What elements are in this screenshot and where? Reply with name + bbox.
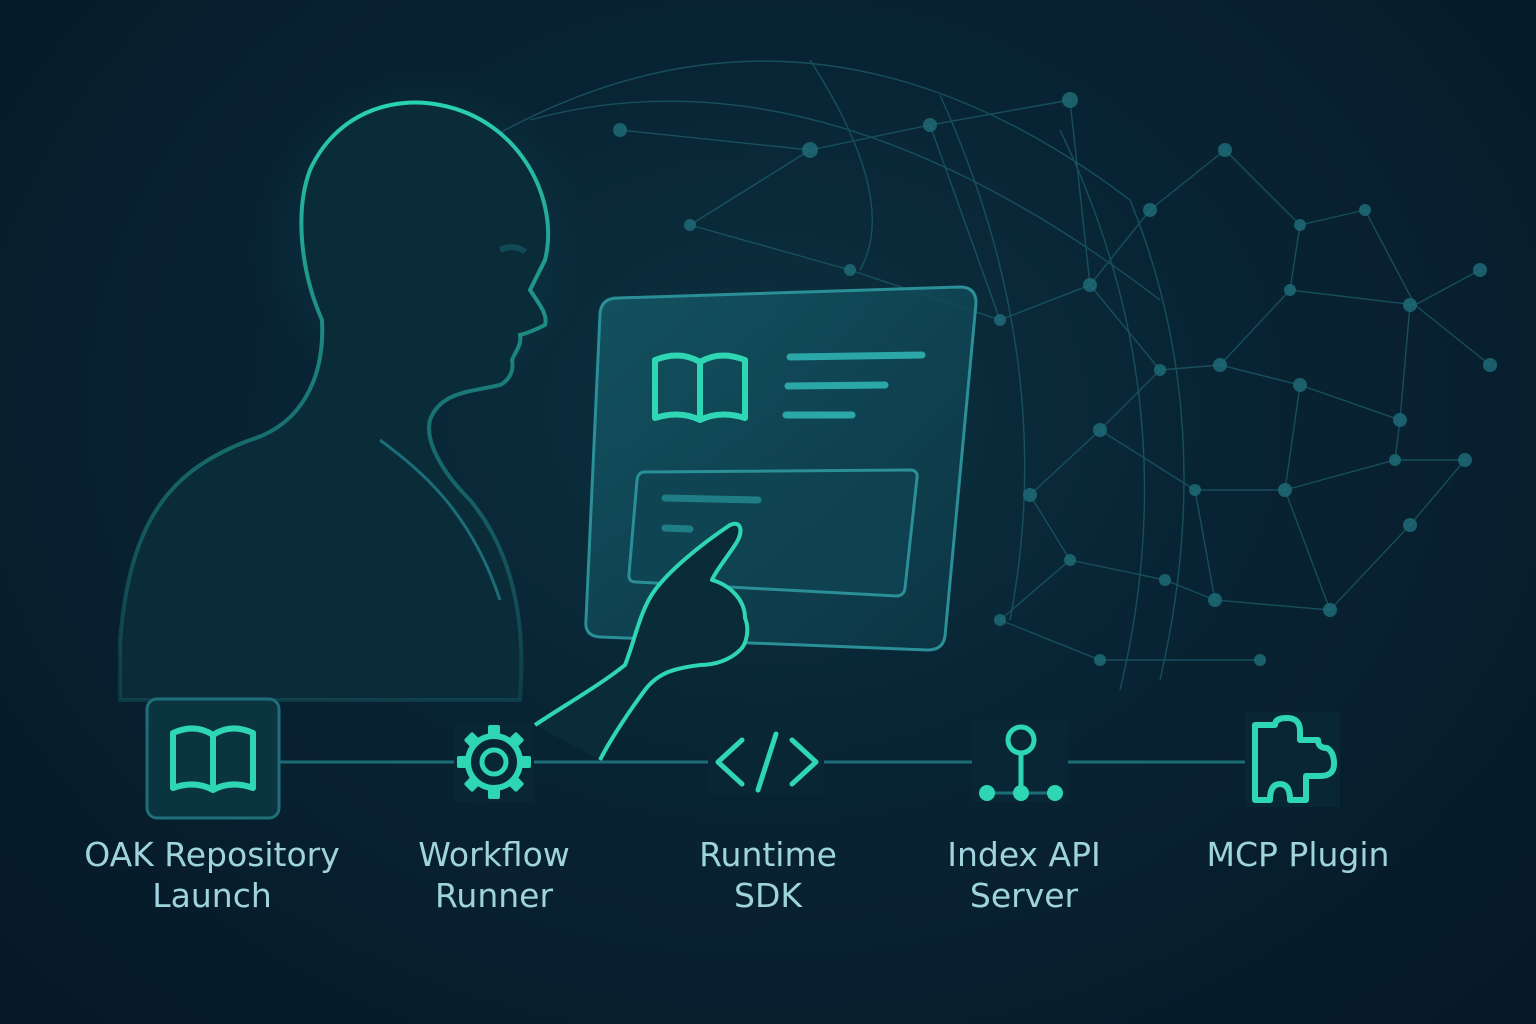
person-silhouette [118,70,590,702]
step-label-workflow-runner: Workflow Runner [418,835,570,915]
step-label-index-api-server: Index API Server [947,835,1101,915]
book-icon [170,725,256,793]
tablet-panel [533,285,978,761]
gear-icon [454,722,534,802]
code-icon [708,730,824,794]
puzzle-piece-icon [1245,712,1340,807]
network-nodes [613,92,1497,666]
step-label-oak-repository-launch: OAK Repository Launch [84,835,340,915]
pointing-hand [533,521,750,761]
step-label-runtime-sdk: Runtime SDK [699,835,837,915]
step-label-mcp-plugin: MCP Plugin [1206,835,1390,874]
text-lines [782,351,926,419]
input-lines [661,494,762,533]
step-1-node [145,697,281,820]
node-branch-icon [972,720,1068,802]
book-icon [652,352,748,423]
